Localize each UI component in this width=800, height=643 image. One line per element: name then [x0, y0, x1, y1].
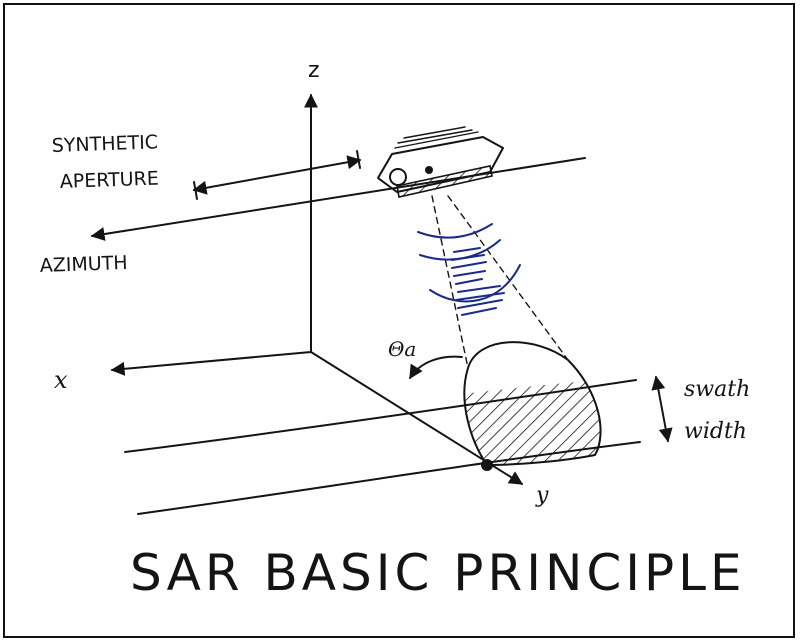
angle-arc	[410, 357, 462, 378]
swath-width-arrow	[656, 377, 668, 441]
satellite-icon	[378, 127, 503, 197]
swath-hatched-area	[440, 378, 640, 470]
x-axis	[112, 352, 311, 370]
synthetic-aperture-arrow	[194, 160, 360, 190]
synthetic-label-line1: SYNTHETIC	[51, 131, 158, 157]
swath-label-line2: width	[684, 419, 747, 444]
diagram-title: SAR BASIC PRINCIPLE	[130, 544, 746, 602]
x-axis-label: x	[54, 366, 68, 394]
z-axis-label: z	[308, 58, 320, 83]
synthetic-label-line2: APERTURE	[59, 168, 159, 193]
angle-label: Θa	[388, 337, 416, 361]
beam-edge-right	[448, 196, 568, 360]
radar-pulses	[418, 224, 520, 315]
swath-label-line1: swath	[684, 377, 750, 402]
y-axis-label: y	[535, 483, 549, 508]
flight-path-line	[92, 158, 585, 236]
ground-point	[481, 459, 493, 471]
azimuth-label: AZIMUTH	[39, 252, 128, 277]
